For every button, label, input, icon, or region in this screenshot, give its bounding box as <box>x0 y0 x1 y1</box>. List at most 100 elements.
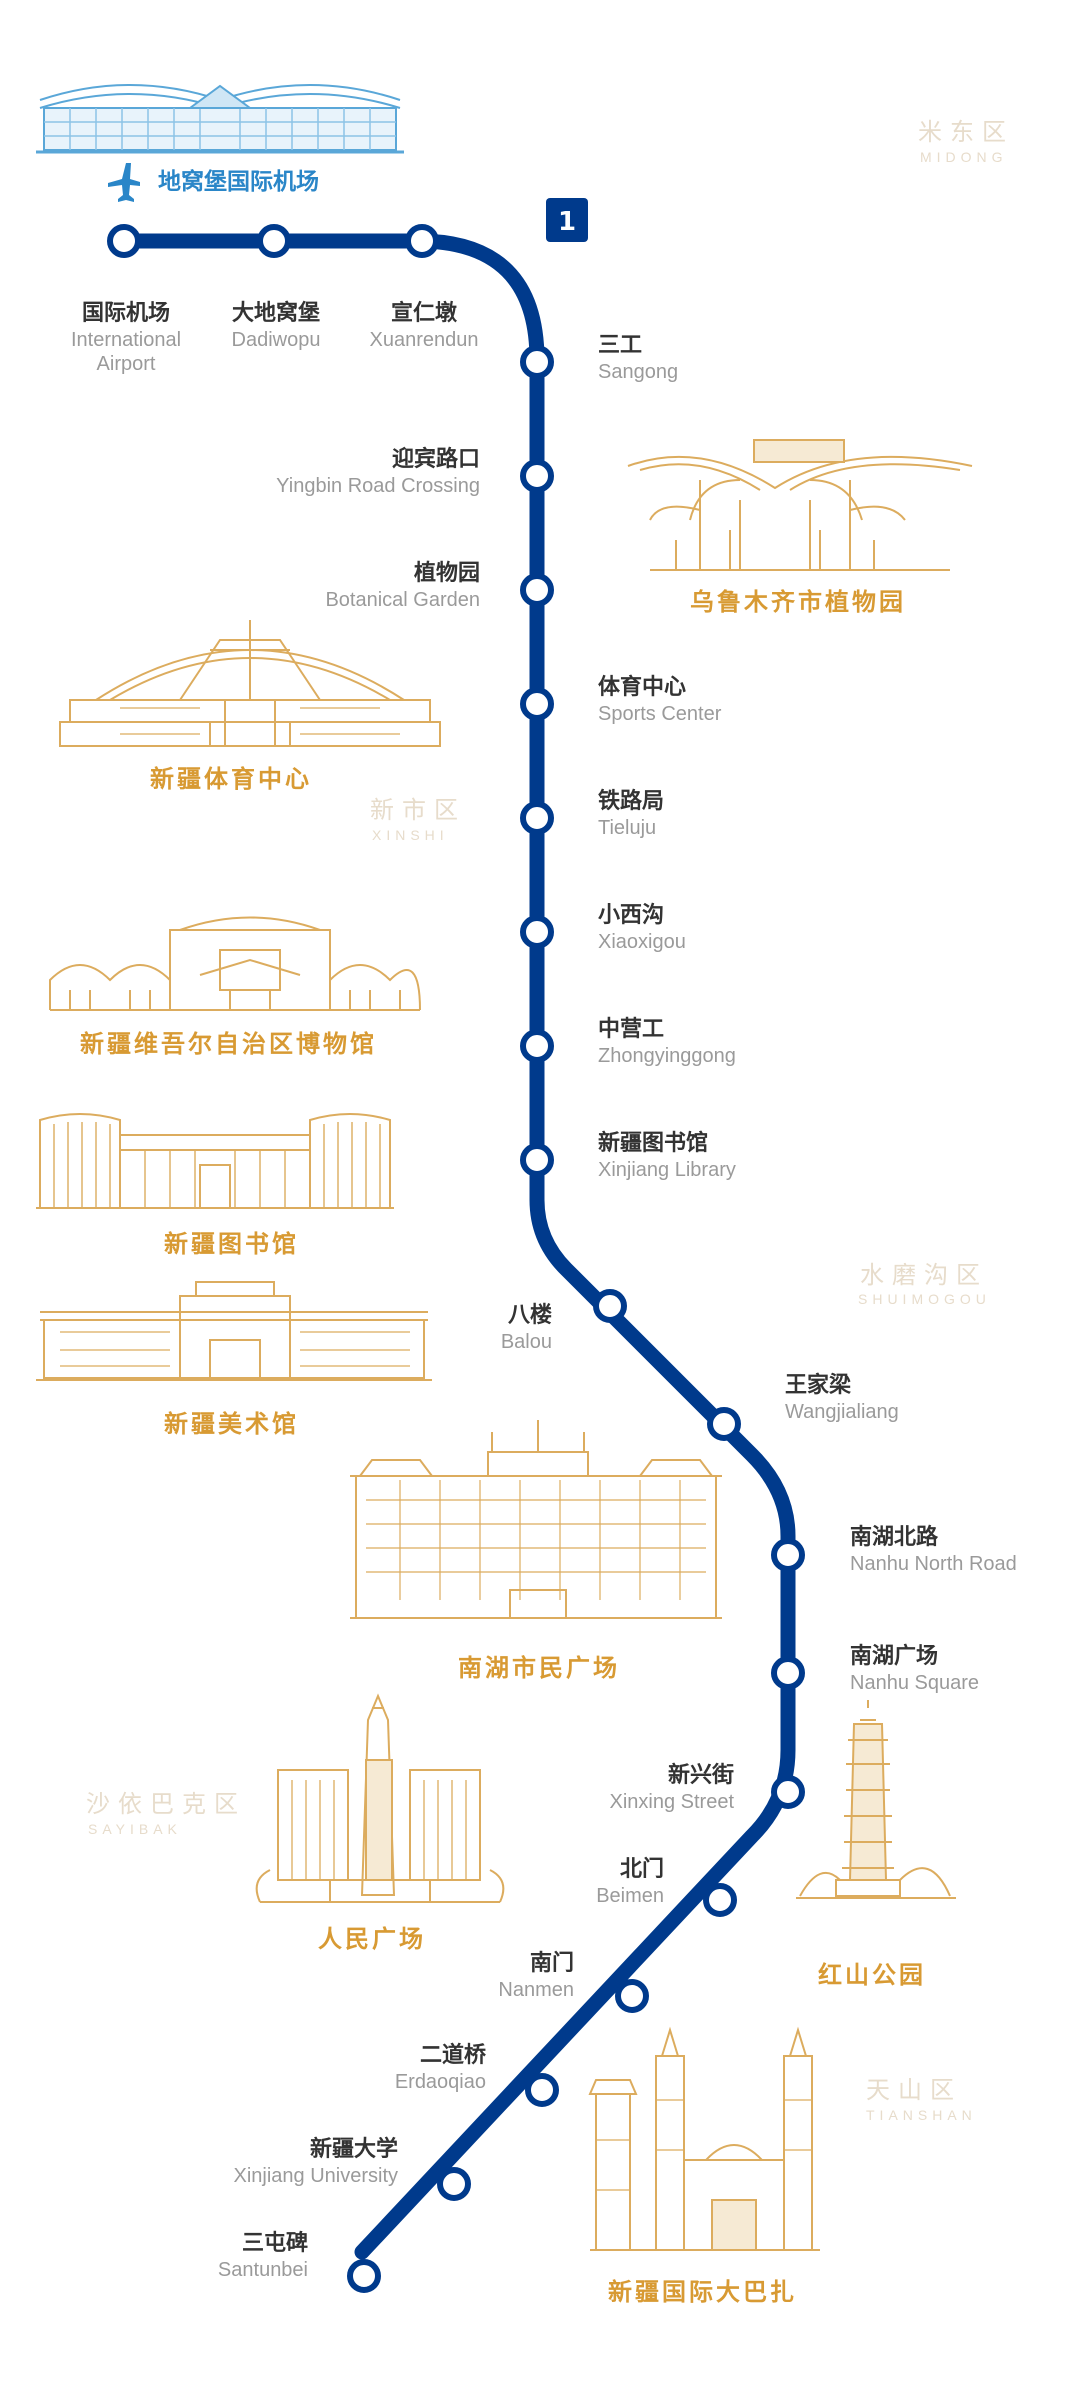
district-tianshan-label: 天山区 <box>866 2076 962 2104</box>
airplane-icon <box>108 163 140 202</box>
station-name-zh: 三工 <box>598 333 642 358</box>
district-tianshan-en: TIANSHAN <box>866 2107 977 2123</box>
district-midong-en: MIDONG <box>920 149 1008 165</box>
station-name-zh: 宣仁墩 <box>391 300 458 326</box>
station-name-zh: 植物园 <box>414 560 480 586</box>
station-marker[interactable] <box>520 459 554 493</box>
station-name-zh: 新疆图书馆 <box>598 1130 708 1156</box>
metro-line-1-route <box>116 233 796 2260</box>
station-name-en: Erdaoqiao <box>395 2071 486 2093</box>
station-name-en: Nanhu Square <box>850 1672 979 1694</box>
district-sayibak-en: SAYIBAK <box>88 1821 182 1837</box>
station-marker[interactable] <box>520 801 554 835</box>
station-name-zh: 北门 <box>620 1856 664 1882</box>
station-name-zh: 体育中心 <box>598 674 686 700</box>
station-13[interactable]: 王家梁 Wangjialiang <box>707 1372 899 1441</box>
station-marker[interactable] <box>520 1029 554 1063</box>
station-name-en: Balou <box>501 1331 552 1353</box>
station-3[interactable]: 宣仁墩 Xuanrendun <box>370 224 479 351</box>
station-marker[interactable] <box>703 1883 737 1917</box>
station-name-en: Santunbei <box>218 2259 308 2281</box>
station-marker[interactable] <box>347 2259 381 2293</box>
station-name-en: Dadiwopu <box>232 329 321 351</box>
station-marker[interactable] <box>771 1775 805 1809</box>
station-marker[interactable] <box>405 224 439 258</box>
landmark-library-label: 新疆图书馆 <box>164 1230 299 1258</box>
landmark-botanical-label: 乌鲁木齐市植物园 <box>690 588 906 616</box>
station-4[interactable]: 三工 Sangong <box>520 333 678 383</box>
station-name-zh: 中营工 <box>598 1017 664 1042</box>
station-marker[interactable] <box>437 2167 471 2201</box>
hongshan-pagoda-illustration <box>796 1700 956 1899</box>
station-name-zh: 小西沟 <box>598 902 664 928</box>
station-name-en: International <box>71 329 181 351</box>
station-10[interactable]: 中营工 Zhongyinggong <box>520 1017 736 1067</box>
station-name-en: Zhongyinggong <box>598 1045 736 1067</box>
landmark-hongshan-label: 红山公园 <box>818 1961 926 1989</box>
district-midong-label: 米东区 <box>918 118 1014 146</box>
district-xinshi-label: 新市区 <box>370 796 466 824</box>
station-name-en-line2: Airport <box>97 353 156 375</box>
station-name-zh: 王家梁 <box>785 1372 851 1398</box>
station-21[interactable]: 三屯碑 Santunbei <box>218 2230 381 2293</box>
station-19[interactable]: 二道桥 Erdaoqiao <box>395 2042 559 2107</box>
landmark-art-label: 新疆美术馆 <box>164 1410 299 1438</box>
station-name-en: Xinxing Street <box>609 1791 734 1813</box>
station-marker[interactable] <box>257 224 291 258</box>
station-name-zh: 三屯碑 <box>242 2230 308 2256</box>
station-name-en: Sangong <box>598 361 678 383</box>
station-name-en: Xiaoxigou <box>598 931 686 953</box>
district-shuimogou-label: 水磨沟区 <box>860 1261 988 1289</box>
station-marker[interactable] <box>615 1979 649 2013</box>
station-marker[interactable] <box>771 1538 805 1572</box>
nanhu-square-illustration <box>350 1420 722 1619</box>
station-marker[interactable] <box>707 1407 741 1441</box>
airport-title: 地窝堡国际机场 <box>158 168 319 195</box>
station-name-zh: 八楼 <box>508 1303 552 1328</box>
district-xinshi-en: XINSHI <box>372 827 449 843</box>
station-2[interactable]: 大地窝堡 Dadiwopu <box>232 224 321 351</box>
station-marker[interactable] <box>520 1143 554 1177</box>
line-number-text: 1 <box>558 207 576 237</box>
station-marker[interactable] <box>520 345 554 379</box>
museum-illustration <box>49 916 421 1011</box>
art-museum-illustration <box>36 1281 432 1381</box>
library-illustration <box>36 1113 394 1209</box>
station-marker[interactable] <box>520 573 554 607</box>
station-name-zh: 二道桥 <box>420 2042 486 2068</box>
station-marker[interactable] <box>107 224 141 258</box>
station-name-en: Wangjialiang <box>785 1401 899 1423</box>
station-16[interactable]: 新兴街 Xinxing Street <box>609 1762 805 1813</box>
station-marker[interactable] <box>771 1656 805 1690</box>
district-sayibak-label: 沙依巴克区 <box>86 1790 246 1818</box>
station-name-zh: 新疆大学 <box>310 2136 398 2162</box>
station-name-zh: 新兴街 <box>668 1762 734 1788</box>
grand-bazaar-illustration <box>588 2026 820 2251</box>
station-name-zh: 南门 <box>530 1950 574 1976</box>
station-11[interactable]: 新疆图书馆 Xinjiang Library <box>520 1130 736 1181</box>
district-shuimogou-en: SHUIMOGOU <box>858 1291 991 1307</box>
station-name-en: Xinjiang Library <box>598 1159 736 1181</box>
station-marker[interactable] <box>593 1289 627 1323</box>
station-marker[interactable] <box>525 2073 559 2107</box>
station-name-zh: 南湖北路 <box>850 1524 939 1550</box>
station-marker[interactable] <box>520 687 554 721</box>
station-18[interactable]: 南门 Nanmen <box>498 1950 649 2013</box>
station-12[interactable]: 八楼 Balou <box>501 1289 627 1353</box>
station-9[interactable]: 小西沟 Xiaoxigou <box>520 902 686 953</box>
station-name-en: Nanmen <box>498 1979 574 2001</box>
station-name-zh: 大地窝堡 <box>232 300 320 326</box>
station-name-en: Xuanrendun <box>370 329 479 351</box>
station-marker[interactable] <box>520 915 554 949</box>
